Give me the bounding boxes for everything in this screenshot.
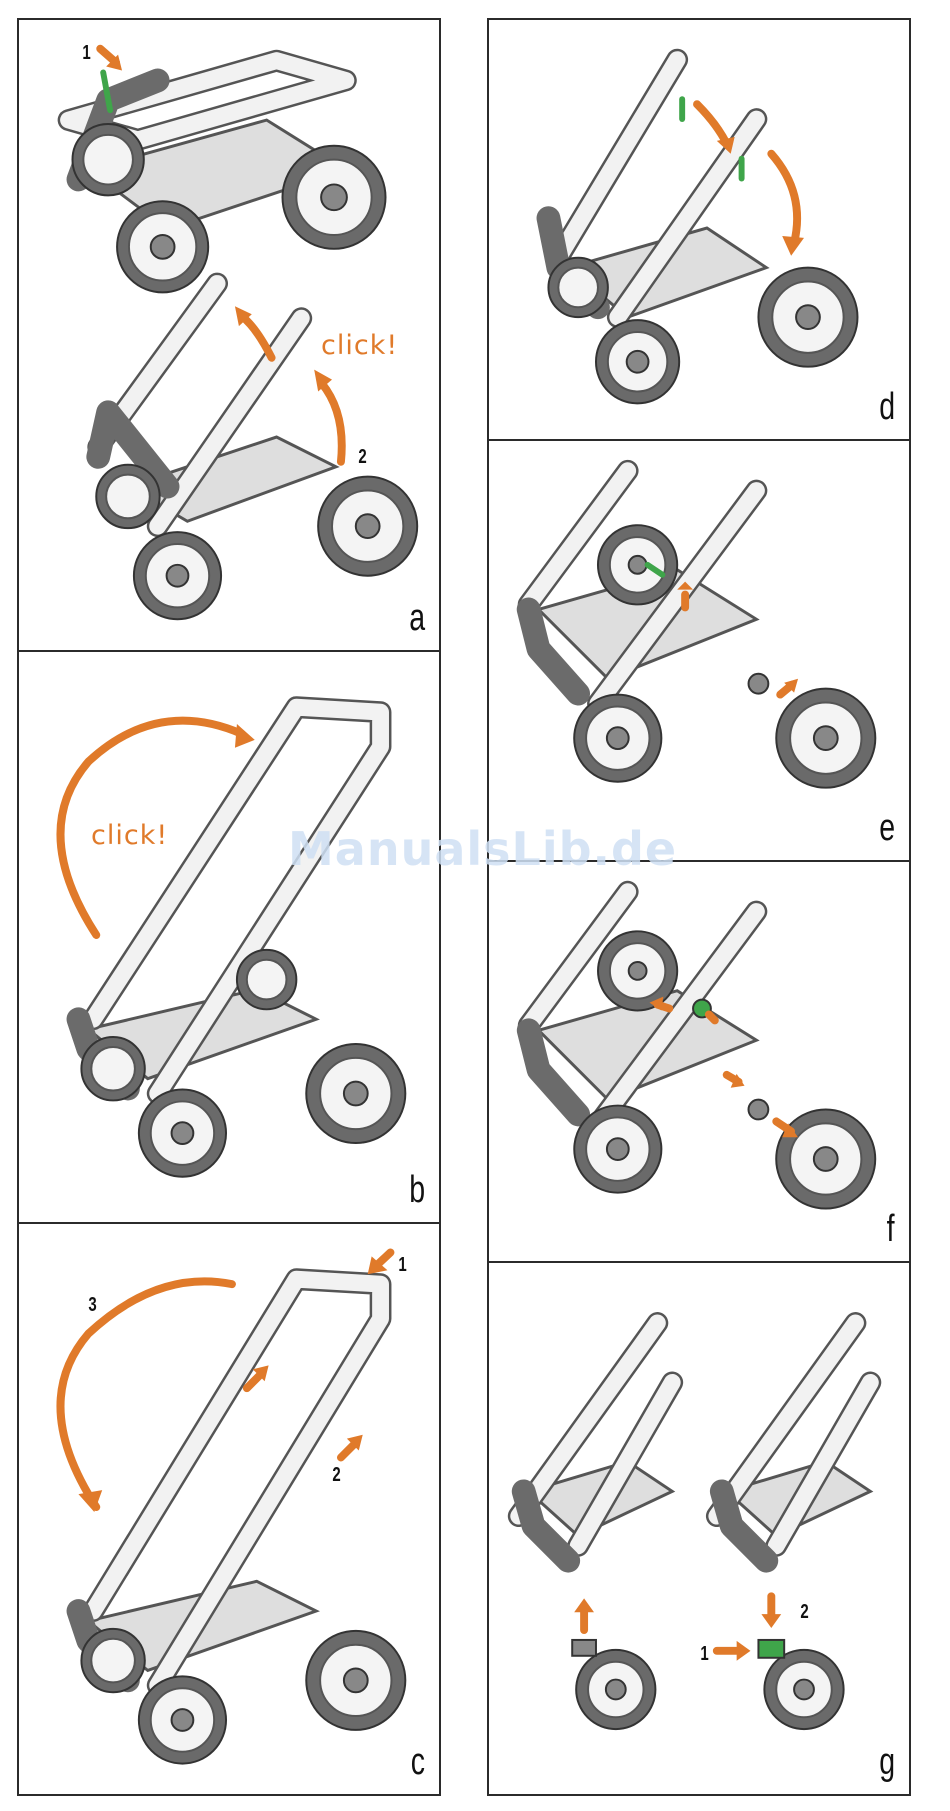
step-3-label: 3 [88,1294,96,1317]
front-wheel-attach-illustration [489,1263,909,1794]
panel-a: 1 click! 2 a [17,18,441,652]
stroller-handle-raised-illustration [19,652,439,1222]
panel-letter: g [879,1741,895,1784]
step-1-label: 1 [82,42,90,65]
panel-b: click! b [17,650,441,1224]
panel-g: 2 1 g [487,1261,911,1796]
panel-letter: a [409,597,425,640]
step-1-label: 1 [398,1254,406,1277]
step-1-label: 1 [700,1643,708,1666]
panel-f: f [487,860,911,1263]
panel-letter: f [887,1208,895,1251]
panel-letter: e [879,807,895,850]
folded-stroller [69,49,386,293]
panel-letter: d [879,386,895,429]
step-2-label: 2 [358,446,366,469]
rear-wheel-removal-illustration [489,441,909,860]
panel-letter: c [411,1741,425,1784]
panel-d: d [487,18,911,441]
click-label: click! [91,820,168,851]
panel-letter: b [409,1169,425,1212]
panel-e: e [487,439,911,862]
step-2-label: 2 [800,1601,808,1624]
panel-c: 1 3 2 c [17,1222,441,1796]
stroller-handle-adjust-illustration [19,1224,439,1794]
click-label: click! [321,330,398,361]
step-2-label: 2 [332,1464,340,1487]
stroller-fold-illustration [489,20,909,439]
wheel-attach-illustration [489,862,909,1261]
